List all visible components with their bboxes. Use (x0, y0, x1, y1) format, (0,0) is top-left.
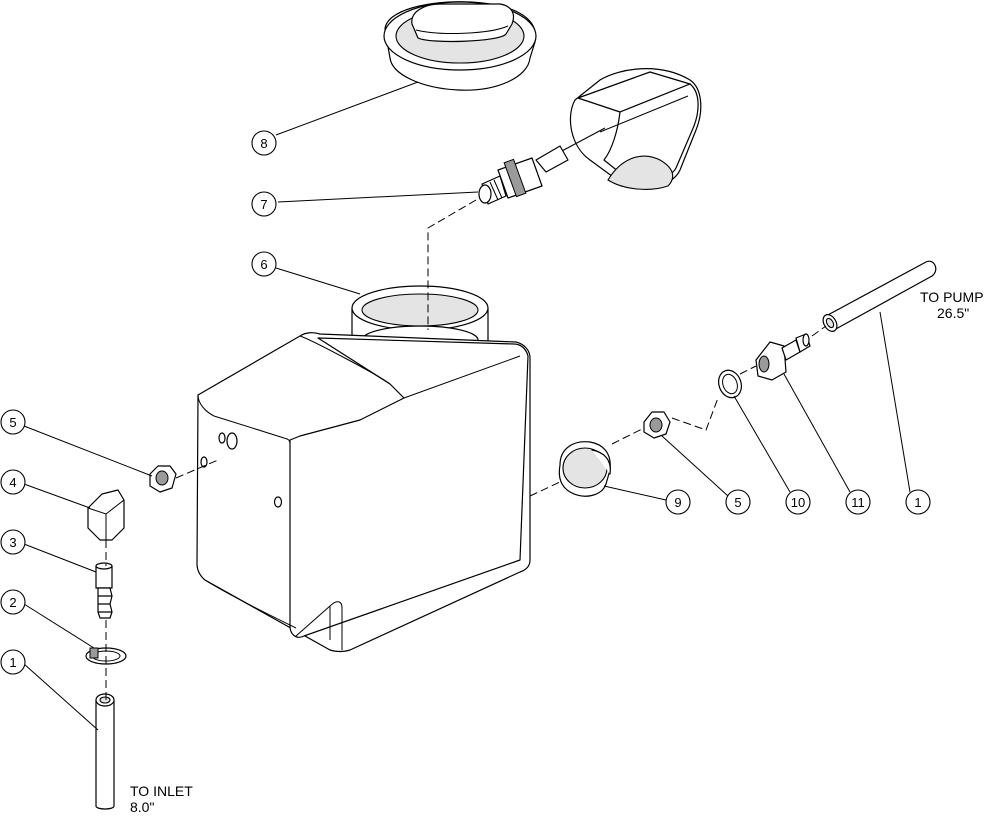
balloon-8: 8 (251, 130, 277, 156)
balloon-1-left: 1 (0, 649, 26, 675)
balloon-10: 10 (785, 489, 811, 515)
pump-note-title: TO PUMP (920, 289, 984, 305)
balloon-1-right: 1 (905, 489, 931, 515)
elbow-fitting-part (87, 489, 125, 541)
balloon-3-label: 3 (9, 535, 16, 550)
balloon-11: 11 (845, 489, 871, 515)
balloon-9: 9 (665, 489, 691, 515)
balloon-1-left-label: 1 (9, 655, 16, 670)
pump-note-length: 26.5" (937, 305, 969, 321)
balloon-7: 7 (251, 191, 277, 217)
balloon-7-label: 7 (260, 197, 267, 212)
bulkhead-nut-left (149, 465, 177, 493)
balloon-11-label: 11 (851, 495, 865, 510)
balloon-2: 2 (0, 589, 26, 615)
pump-hose-part (822, 260, 937, 332)
inlet-note-title: TO INLET (130, 783, 193, 799)
inlet-note: TO INLET 8.0" (130, 783, 193, 815)
balloon-5-right: 5 (725, 489, 751, 515)
float-valve-part (478, 68, 702, 205)
inlet-hose-part (95, 693, 115, 810)
pump-fitting-part (755, 333, 811, 381)
hose-barb-part (95, 562, 113, 619)
balloon-6: 6 (251, 251, 277, 277)
cap-part (383, 1, 537, 91)
balloon-5-right-label: 5 (734, 495, 741, 510)
assembly-lines (105, 199, 827, 700)
inlet-note-length: 8.0" (130, 799, 154, 815)
balloon-3: 3 (0, 529, 26, 555)
balloon-10-label: 10 (791, 495, 805, 510)
balloon-4: 4 (0, 469, 26, 495)
balloon-5-left-label: 5 (9, 415, 16, 430)
balloon-2-label: 2 (9, 595, 16, 610)
tank-body (196, 332, 531, 653)
balloon-9-label: 9 (674, 495, 681, 510)
balloon-4-label: 4 (9, 475, 16, 490)
balloon-6-label: 6 (260, 257, 267, 272)
leader-lines (23, 81, 911, 731)
balloon-1-right-label: 1 (914, 495, 921, 510)
balloon-5-left: 5 (0, 409, 26, 435)
grommet-part (558, 441, 611, 497)
bulkhead-nut-right (643, 411, 671, 439)
o-ring-part (718, 369, 742, 399)
pump-note: TO PUMP 26.5" (920, 289, 984, 321)
balloon-8-label: 8 (260, 136, 267, 151)
